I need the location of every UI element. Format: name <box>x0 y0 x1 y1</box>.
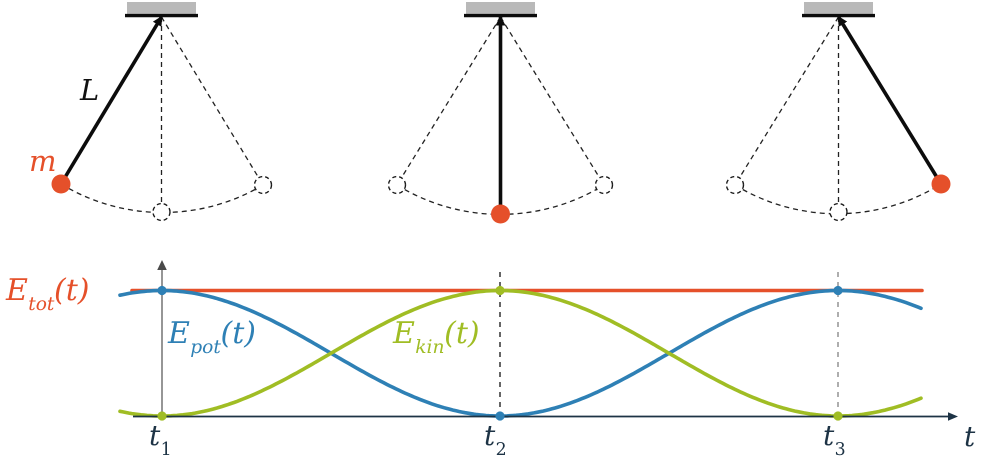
e-kin-base: E <box>393 316 415 351</box>
mass-label: m <box>29 144 57 178</box>
x-axis-arrow-icon <box>948 412 958 421</box>
ghost-bob-left <box>725 175 745 195</box>
x-tick-label-t2: t2 <box>484 419 507 459</box>
ghost-rod-left <box>396 16 502 186</box>
curve-e-kin-dot-t3 <box>833 411 843 421</box>
x-tick-label-t1: t1 <box>149 419 172 459</box>
e-kin-sub: kin <box>415 337 445 359</box>
ghost-bob-right <box>253 175 273 195</box>
pendulum-bob <box>491 204 510 224</box>
ghost-bob-center <box>152 202 171 222</box>
y-axis-arrow-icon <box>157 260 167 270</box>
pendulum-right <box>725 2 951 222</box>
curve-e-kin <box>118 288 923 418</box>
ghost-rod-left <box>734 16 840 186</box>
e-tot-sub: tot <box>28 294 55 316</box>
ghost-rod-right <box>499 16 605 186</box>
e-pot-base: E <box>168 316 190 351</box>
t1-base: t <box>149 419 161 452</box>
t1-sub: 1 <box>160 439 172 460</box>
ceiling-mount <box>127 2 196 14</box>
curve-label-e-kin: Ekin(t) <box>393 316 480 359</box>
pendulum-bob <box>931 174 951 194</box>
curve-e-kin-dot-t1 <box>157 411 167 421</box>
pendulum-center <box>387 2 614 224</box>
x-tick-label-t3: t3 <box>823 419 846 459</box>
ghost-bob-right <box>594 175 614 195</box>
ceiling-mount <box>466 2 535 14</box>
curve-e-pot-dot-t3 <box>833 285 843 296</box>
chart-tick-guides <box>499 272 839 414</box>
t3-sub: 3 <box>834 439 846 460</box>
pendulum-left <box>51 2 273 222</box>
t3-base: t <box>823 419 835 452</box>
ceiling-mount <box>804 2 873 14</box>
e-tot-base: E <box>6 273 28 308</box>
e-kin-args: (t) <box>444 316 480 351</box>
e-pot-args: (t) <box>220 316 256 351</box>
chart-tick-dots <box>157 285 843 421</box>
swing-arc <box>60 183 264 214</box>
curve-e-pot-dot-t1 <box>157 285 167 296</box>
ghost-bob-left <box>387 175 407 195</box>
pendulum-rod <box>59 15 164 185</box>
e-tot-args: (t) <box>54 273 90 308</box>
curve-label-e-tot: Etot(t) <box>6 273 90 316</box>
ghost-bob-center <box>829 202 848 222</box>
rod-length-label: L <box>80 73 100 107</box>
chart-axes <box>133 260 958 421</box>
t2-base: t <box>484 419 496 452</box>
curve-e-pot <box>118 288 923 418</box>
curve-e-kin-dot-t2 <box>495 285 505 296</box>
curve-label-e-pot: Epot(t) <box>168 316 256 359</box>
pendulum-bob <box>51 174 71 194</box>
t2-sub: 2 <box>495 439 507 460</box>
ghost-rod-right <box>160 16 264 186</box>
curve-e-pot-dot-t2 <box>495 411 505 421</box>
chart-curves <box>118 288 924 418</box>
pendulum-rod <box>836 15 943 185</box>
x-axis-label: t <box>964 420 976 453</box>
e-pot-sub: pot <box>190 337 221 359</box>
